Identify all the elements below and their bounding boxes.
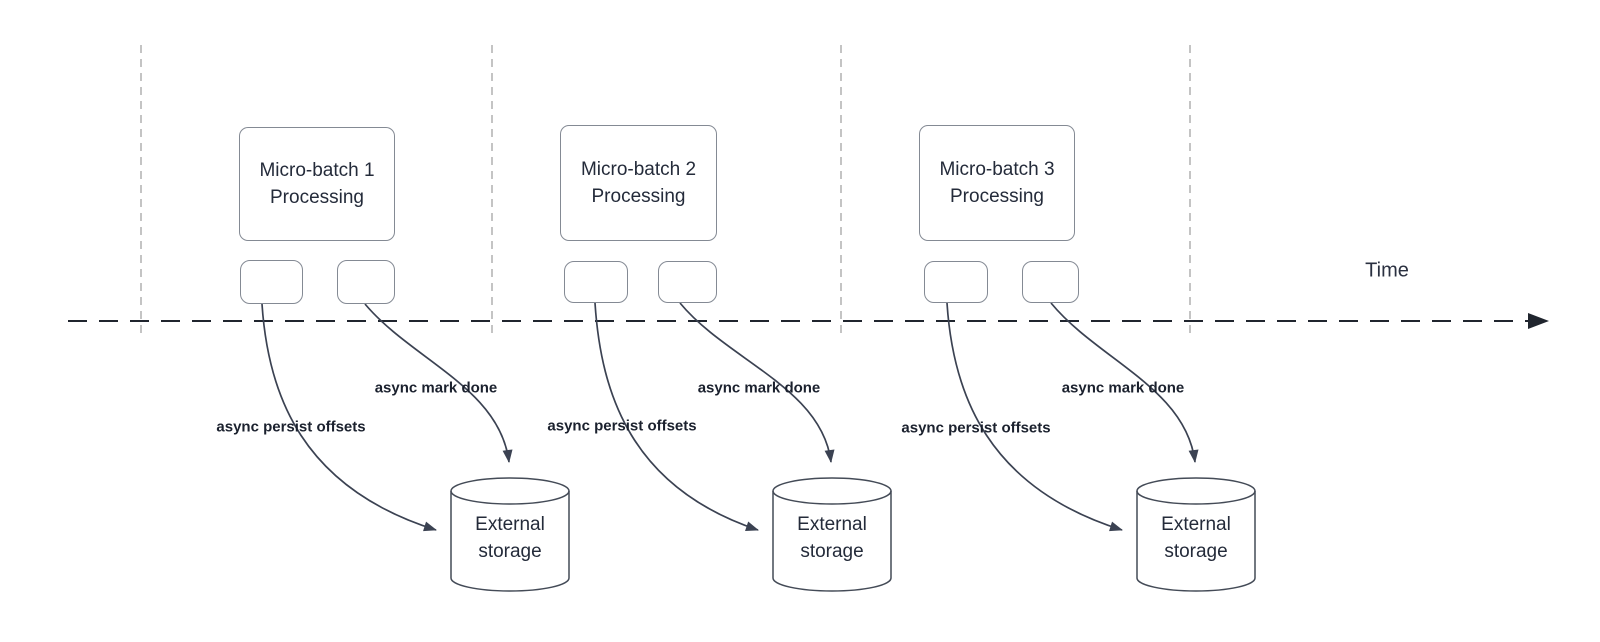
mark-done-task-box-2	[658, 261, 717, 303]
persist-offsets-task-box-2	[564, 261, 628, 303]
persist-offsets-arrow-1	[261, 303, 437, 532]
external-storage-cylinder-2	[772, 477, 892, 592]
mark-done-arrow-2	[679, 302, 835, 463]
persist-offsets-arrow-2	[594, 302, 759, 531]
mark-done-arrow-1	[364, 303, 513, 463]
external-storage-cylinder-1	[450, 477, 570, 592]
time-axis-label: Time	[1365, 259, 1409, 282]
external-storage-label-1: External storage	[475, 514, 545, 562]
micro-batch-1-title: Micro-batch 1 Processing	[259, 160, 375, 208]
async-persist-offsets-label-3: async persist offsets	[901, 419, 1051, 437]
external-storage-label-2: External storage	[797, 514, 867, 562]
micro-batch-2-title: Micro-batch 2 Processing	[580, 159, 697, 207]
async-persist-offsets-label-2: async persist offsets	[547, 417, 697, 435]
async-persist-offsets-label-1: async persist offsets	[216, 418, 366, 436]
micro-batch-1-processing-box: Micro-batch 1 Processing	[239, 127, 395, 241]
external-storage-cylinder-3	[1136, 477, 1256, 592]
micro-batch-3-title: Micro-batch 3 Processing	[939, 159, 1055, 207]
mark-done-arrow-3	[1050, 302, 1199, 463]
async-mark-done-label-3: async mark done	[1061, 379, 1185, 397]
time-axis-arrowhead-icon	[1528, 313, 1549, 329]
persist-offsets-task-box-3	[924, 261, 988, 303]
external-storage-label-3: External storage	[1161, 514, 1231, 562]
micro-batch-2-processing-box: Micro-batch 2 Processing	[560, 125, 717, 241]
async-mark-done-label-1: async mark done	[374, 379, 498, 397]
persist-offsets-task-box-1	[240, 260, 303, 304]
mark-done-task-box-3	[1022, 261, 1079, 303]
async-mark-done-label-2: async mark done	[697, 379, 821, 397]
mark-done-task-box-1	[337, 260, 395, 304]
micro-batch-3-processing-box: Micro-batch 3 Processing	[919, 125, 1075, 241]
persist-offsets-arrow-3	[946, 302, 1123, 532]
